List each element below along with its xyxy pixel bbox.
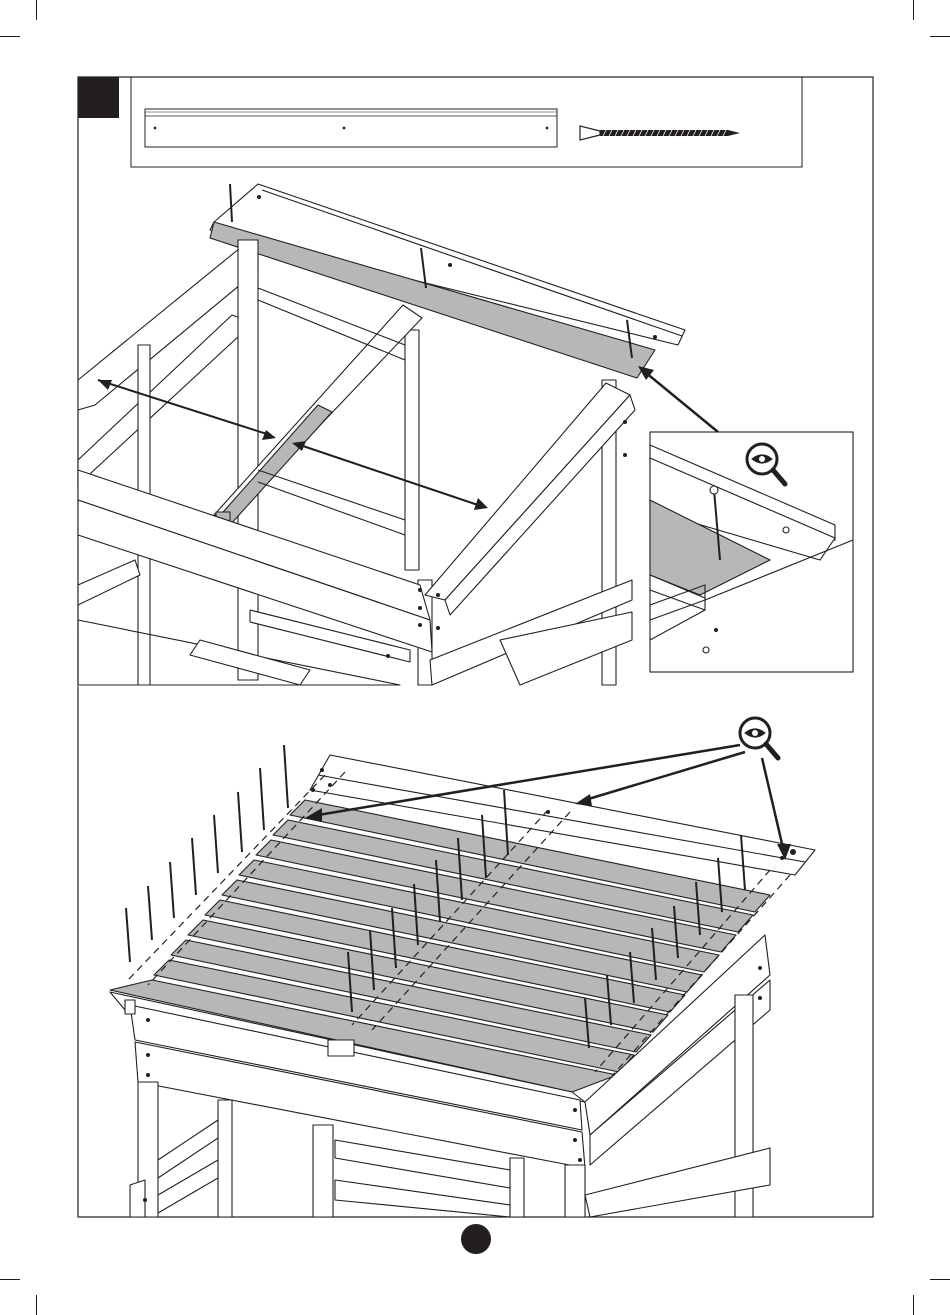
bottom-illustration bbox=[110, 718, 815, 1217]
top-illustration bbox=[78, 184, 718, 685]
step-number-marker bbox=[78, 77, 119, 118]
page-number-marker bbox=[461, 1224, 491, 1254]
screw-part bbox=[580, 126, 740, 140]
parts-box bbox=[131, 77, 802, 167]
magnifier-eye-icon bbox=[740, 718, 778, 758]
roof-board-part bbox=[145, 109, 557, 147]
detail-inset bbox=[650, 432, 853, 672]
